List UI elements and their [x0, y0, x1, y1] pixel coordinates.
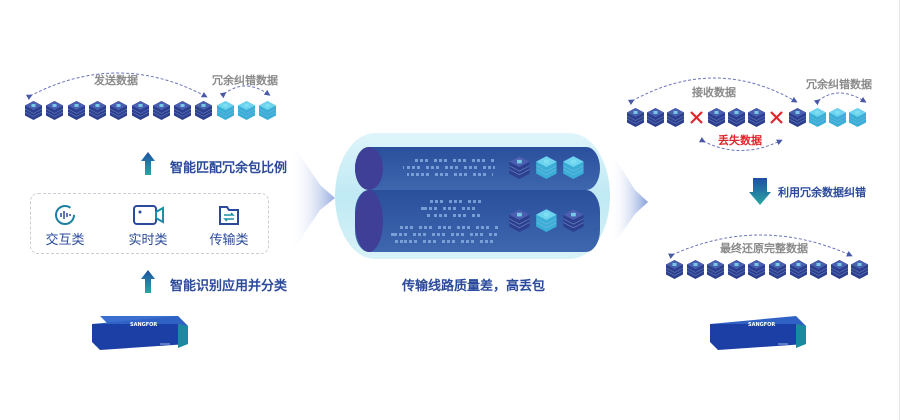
arrow-up-icon	[141, 152, 155, 175]
data-packet-cube	[788, 107, 807, 128]
data-packet-cube	[152, 100, 171, 121]
data-packet-cube	[686, 259, 705, 280]
data-packet-cube	[24, 100, 43, 121]
data-packet-cube	[666, 107, 685, 128]
data-packet-cube	[646, 107, 665, 128]
redundant-data-label-right: 冗余纠错数据	[806, 78, 872, 91]
data-packet-cube	[809, 259, 828, 280]
pipe-lower	[355, 190, 600, 252]
redundant-data-label: 冗余纠错数据	[212, 74, 278, 87]
step-match-ratio: 智能匹配冗余包比例	[170, 161, 288, 176]
video-camera-icon	[133, 205, 164, 225]
device-brand: SANGFOR	[748, 322, 775, 328]
redundant-packet-cube	[848, 107, 867, 128]
data-packet-cube	[706, 259, 725, 280]
receive-data-label: 接收数据	[692, 86, 736, 99]
redundant-packet-cube	[828, 107, 847, 128]
data-stream-dots	[430, 200, 485, 203]
data-stream-dots	[420, 207, 480, 210]
data-packet-cube	[173, 100, 192, 121]
category-interactive: 交互类	[45, 233, 85, 248]
redundant-packet-cube	[258, 100, 277, 121]
data-packet-cube	[562, 208, 585, 233]
device-brand: SANGFOR	[130, 322, 157, 328]
data-packet-cube	[45, 100, 64, 121]
redundant-packet-cube	[562, 155, 585, 180]
data-packet-cube	[747, 259, 766, 280]
data-packet-cube	[194, 100, 213, 121]
voice-icon	[55, 205, 75, 225]
sangfor-device-right: SANGFOR	[710, 316, 806, 350]
pipe-upper	[355, 147, 600, 190]
data-packet-cube	[747, 107, 766, 128]
data-packet-cube	[626, 107, 645, 128]
lost-packet-x-icon	[767, 107, 786, 128]
redundant-packet-cube	[216, 100, 235, 121]
data-packet-cube	[789, 259, 808, 280]
app-category-box	[30, 193, 269, 254]
data-packet-cube	[707, 107, 726, 128]
data-packet-cube	[109, 100, 128, 121]
redundant-packet-cube	[237, 100, 256, 121]
redundant-packet-cube	[535, 155, 558, 180]
data-stream-dots	[403, 166, 495, 169]
output-funnel	[610, 150, 648, 250]
category-transfer: 传输类	[209, 233, 249, 248]
input-funnel	[290, 140, 335, 255]
data-stream-dots	[390, 233, 498, 236]
data-packet-cube	[768, 259, 787, 280]
redundant-packet-cube	[535, 208, 558, 233]
step-identify-apps: 智能识别应用并分类	[170, 279, 288, 294]
arrow-down-icon	[749, 178, 771, 205]
data-stream-dots	[425, 214, 480, 217]
redundant-packet-cube	[808, 107, 827, 128]
line-quality-caption: 传输线路质量差，高丢包	[402, 279, 546, 294]
data-packet-cube	[727, 107, 746, 128]
data-packet-cube	[727, 259, 746, 280]
arrow-up-icon	[141, 270, 155, 293]
data-stream-dots	[400, 226, 500, 229]
data-packet-cube	[67, 100, 86, 121]
data-stream-dots	[395, 240, 499, 243]
folder-transfer-icon	[219, 206, 239, 225]
data-packet-cube	[850, 259, 869, 280]
data-packet-cube	[88, 100, 107, 121]
data-stream-dots	[407, 173, 493, 176]
category-realtime: 实时类	[128, 233, 168, 248]
sangfor-device-left: SANGFOR	[92, 316, 188, 350]
lost-packet-x-icon	[687, 107, 706, 128]
data-packet-cube	[508, 155, 531, 180]
data-packet-cube	[830, 259, 849, 280]
data-packet-cube	[665, 259, 684, 280]
restored-data-label: 最终还原完整数据	[720, 242, 808, 255]
data-packet-cube	[131, 100, 150, 121]
send-data-label: 发送数据	[94, 74, 138, 87]
lost-data-label: 丢失数据	[718, 134, 762, 147]
data-packet-cube	[508, 208, 531, 233]
step-error-correct: 利用冗余数据纠错	[778, 186, 866, 199]
data-stream-dots	[415, 159, 495, 162]
